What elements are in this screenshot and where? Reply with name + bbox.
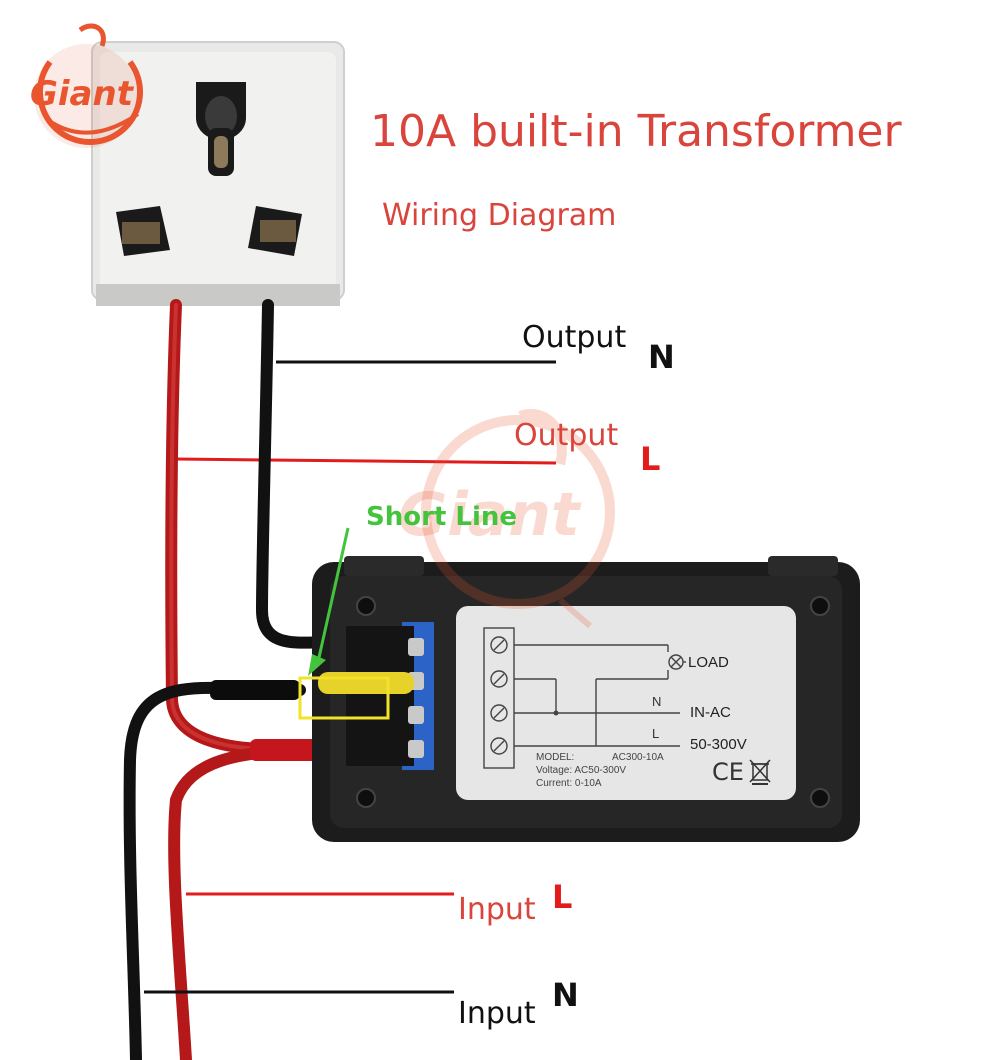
panel-voltage-spec: Voltage: AC50-300V — [536, 765, 627, 776]
ce-mark: CE — [712, 758, 744, 786]
black-sleeve — [210, 680, 300, 700]
input-n-label: Input — [458, 996, 536, 1031]
output-l-label: Output — [514, 418, 619, 453]
black-wire-output — [255, 299, 416, 649]
brand-logo — [34, 23, 143, 148]
panel-l-mark: L — [652, 726, 660, 741]
panel-model-value: AC300-10A — [612, 752, 664, 763]
panel-load-label: LOAD — [688, 654, 729, 671]
short-line-highlight — [298, 676, 390, 720]
black-wire-input — [123, 681, 306, 1060]
brand-logo-text: Giant — [30, 74, 133, 114]
short-line-arrow — [308, 527, 350, 676]
weee-bin-icon — [749, 759, 771, 785]
input-l-letter: L — [552, 878, 573, 916]
panel-model-label: MODEL: — [536, 752, 575, 763]
output-l-letter: L — [640, 440, 661, 478]
universal-socket — [91, 41, 345, 306]
page-subtitle: Wiring Diagram — [382, 198, 617, 233]
page-title: 10A built-in Transformer — [370, 106, 902, 157]
panel-current-spec: Current: 0-10A — [536, 778, 602, 789]
brand-watermark — [421, 409, 615, 629]
output-n-letter: N — [648, 338, 675, 376]
panel-n-mark: N — [652, 694, 662, 709]
output-l-line — [175, 457, 557, 465]
panel-voltage-range: 50-300V — [690, 736, 747, 753]
input-l-label: Input — [458, 892, 536, 927]
panel-in-ac-label: IN-AC — [690, 704, 731, 721]
output-n-label: Output — [522, 320, 627, 355]
brand-watermark-text: Giant — [398, 480, 580, 550]
short-line-label: Short Line — [366, 502, 518, 532]
meter-module — [312, 556, 860, 842]
input-n-letter: N — [552, 976, 579, 1014]
